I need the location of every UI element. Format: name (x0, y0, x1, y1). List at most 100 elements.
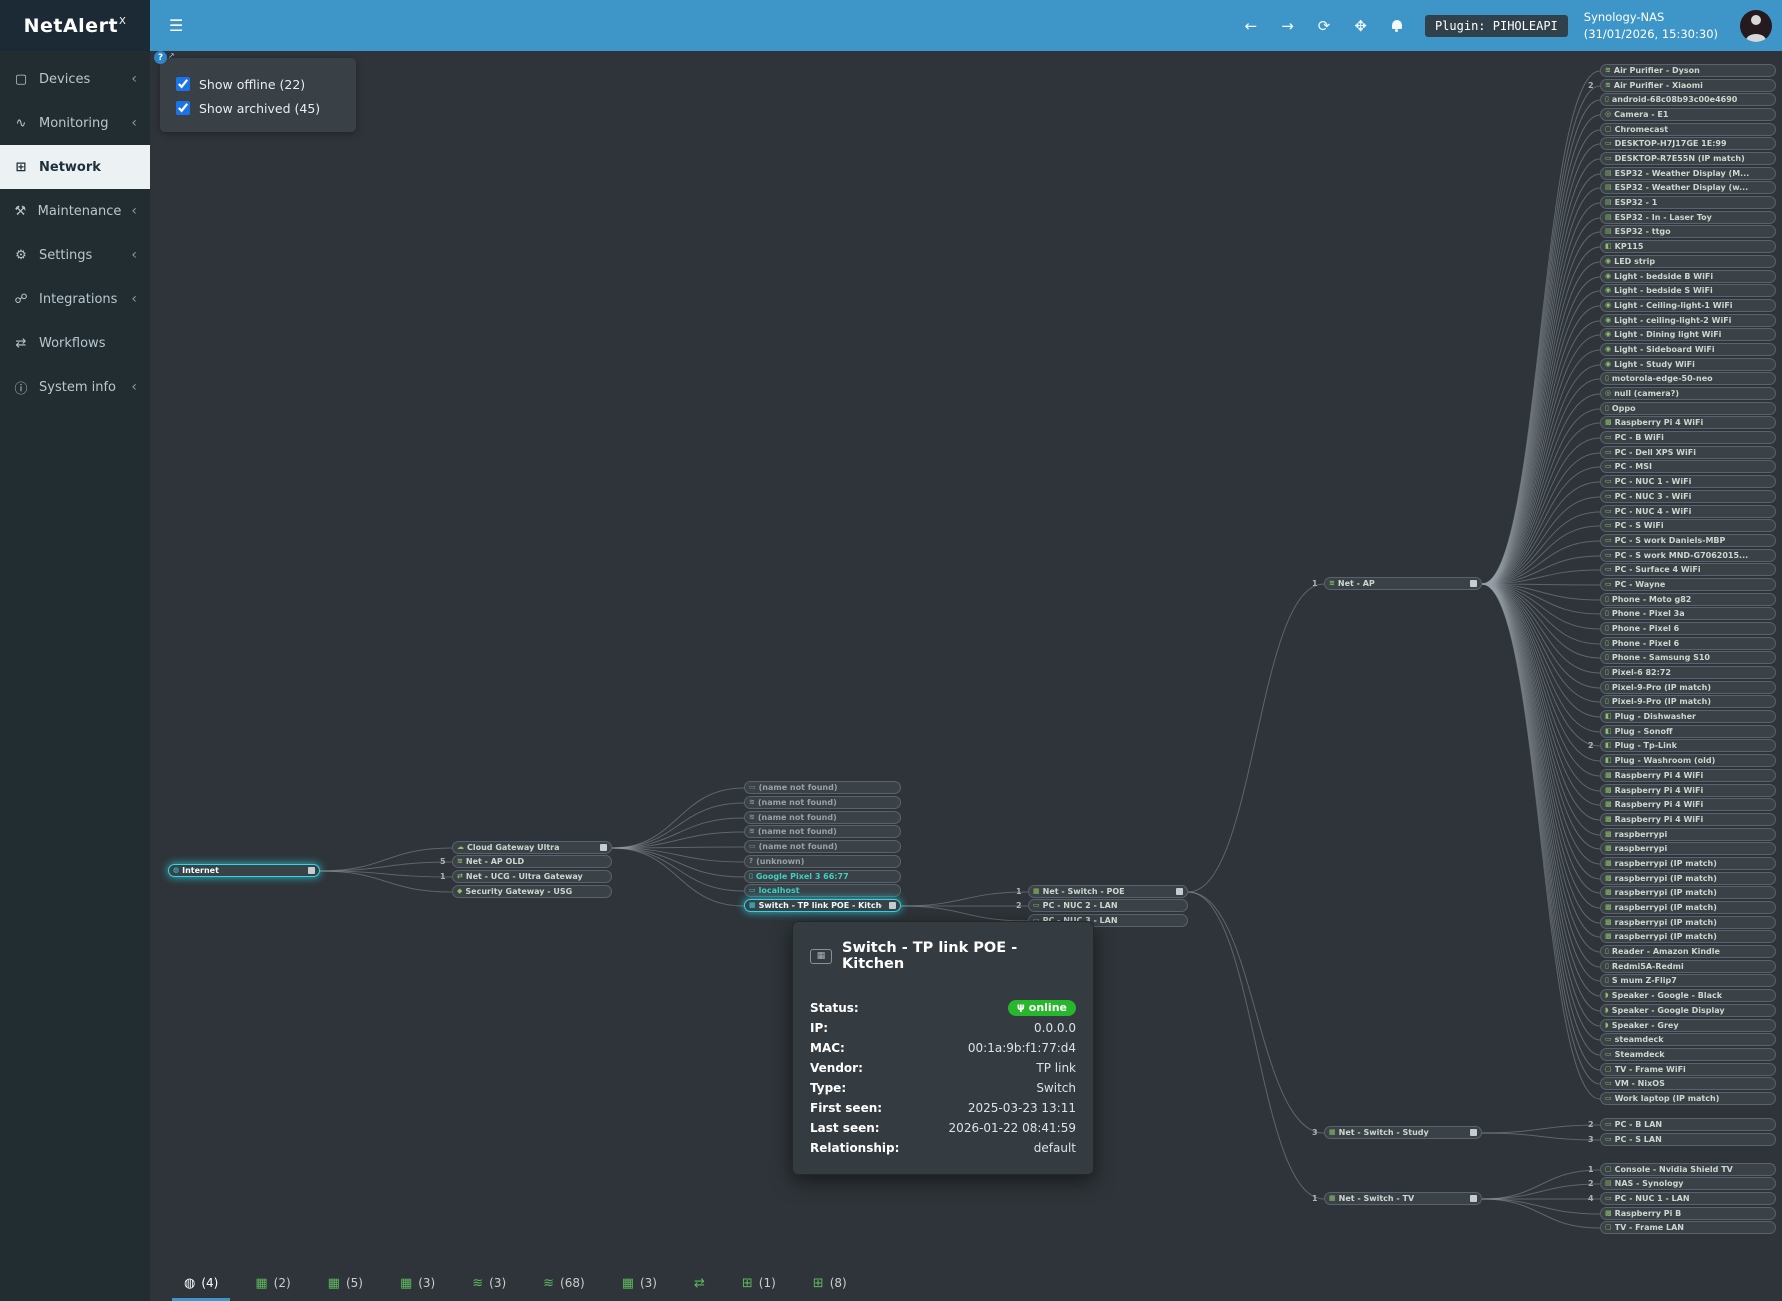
graph-node-pc-s-work-daniels-mbp[interactable]: ▭PC - S work Daniels-MBP (1600, 534, 1776, 547)
show-offline-checkbox[interactable]: Show offline (22) (176, 72, 342, 96)
graph-node-phone-moto-g82[interactable]: ▯Phone - Moto g82 (1600, 593, 1776, 606)
graph-node-oppo[interactable]: ▯Oppo (1600, 402, 1776, 415)
graph-node-s-mum-z-flip7[interactable]: ▯S mum Z-Flip7 (1600, 974, 1776, 987)
graph-node-light-ceiling-light-1-wifi[interactable]: ◉Light - Ceiling-light-1 WiFi (1600, 299, 1776, 312)
sidebar-item-maintenance[interactable]: ⚒Maintenance‹ (0, 189, 150, 233)
layer-tab-lan-9[interactable]: ⊞(8) (801, 1268, 859, 1301)
graph-node-raspberrypi-ip-match[interactable]: ▩raspberrypi (IP match) (1600, 886, 1776, 899)
graph-node-internet[interactable]: ◍Internet (168, 864, 320, 877)
graph-node-android-68c08b93c00e4690[interactable]: ▯android-68c08b93c00e4690 (1600, 93, 1776, 106)
graph-node-pc-s-wifi[interactable]: ▭PC - S WiFi (1600, 519, 1776, 532)
graph-node-pc-nuc-4-wifi[interactable]: ▭PC - NUC 4 - WiFi (1600, 505, 1776, 518)
show-archived-checkbox[interactable]: Show archived (45) (176, 96, 342, 120)
graph-node-pc-wayne[interactable]: ▭PC - Wayne (1600, 578, 1776, 591)
collapse-button[interactable] (889, 902, 896, 909)
graph-node-raspberrypi-ip-match[interactable]: ▩raspberrypi (IP match) (1600, 916, 1776, 929)
graph-node-pc-surface-4-wifi[interactable]: ▭PC - Surface 4 WiFi (1600, 563, 1776, 576)
graph-node-light-bedside-b-wifi[interactable]: ◉Light - bedside B WiFi (1600, 270, 1776, 283)
graph-node-redmi5a-redmi[interactable]: ▯Redmi5A-Redmi (1600, 960, 1776, 973)
graph-node-work-laptop-ip-match[interactable]: ▭Work laptop (IP match) (1600, 1092, 1776, 1105)
graph-node-camera-e1[interactable]: ◎Camera - E1 (1600, 108, 1776, 121)
collapse-button[interactable] (1176, 888, 1183, 895)
collapse-button[interactable] (1470, 1195, 1477, 1202)
help-icon[interactable]: ?↗ (154, 51, 175, 64)
graph-node-led-strip[interactable]: ◉LED strip (1600, 255, 1776, 268)
notifications-bell-icon[interactable] (1391, 20, 1403, 32)
graph-node-phone-pixel-6[interactable]: ▯Phone - Pixel 6 (1600, 637, 1776, 650)
collapse-button[interactable] (1470, 580, 1477, 587)
hamburger-menu-icon[interactable]: ☰ (150, 16, 202, 35)
graph-node-plug-washroom-old[interactable]: ◧Plug - Washroom (old) (1600, 754, 1776, 767)
graph-node-vm-nixos[interactable]: ▭VM - NixOS (1600, 1077, 1776, 1090)
graph-node-net-ap-old[interactable]: 5≋Net - AP OLD (452, 855, 612, 868)
graph-node-net-ucg-ultra-gateway[interactable]: 1⇄Net - UCG - Ultra Gateway (452, 870, 612, 883)
graph-node-pixel-9-pro-ip-match[interactable]: ▯Pixel-9-Pro (IP match) (1600, 695, 1776, 708)
graph-node-name-not-found[interactable]: ▭(name not found) (744, 781, 901, 794)
graph-node-pc-b-lan[interactable]: 2▭PC - B LAN (1600, 1118, 1776, 1131)
layer-tab-globe-0[interactable]: ◍(4) (172, 1268, 230, 1301)
collapse-button[interactable] (1470, 1129, 1477, 1136)
graph-node-air-purifier-xiaomi[interactable]: 2≋Air Purifier - Xiaomi (1600, 79, 1776, 92)
graph-node-net-switch-tv[interactable]: 1▦Net - Switch - TV (1324, 1192, 1482, 1205)
graph-node-esp32-weather-display-w[interactable]: ▤ESP32 - Weather Display (w... (1600, 181, 1776, 194)
sidebar-item-integrations[interactable]: ☍Integrations‹ (0, 277, 150, 321)
graph-node-light-sideboard-wifi[interactable]: ◉Light - Sideboard WiFi (1600, 343, 1776, 356)
graph-node-light-study-wifi[interactable]: ◉Light - Study WiFi (1600, 358, 1776, 371)
collapse-button[interactable] (600, 844, 607, 851)
graph-node-name-not-found[interactable]: ≋(name not found) (744, 825, 901, 838)
graph-node-tv-frame-lan[interactable]: ▢TV - Frame LAN (1600, 1221, 1776, 1234)
graph-node-pixel-9-pro-ip-match[interactable]: ▯Pixel-9-Pro (IP match) (1600, 681, 1776, 694)
graph-node-steamdeck[interactable]: ▭Steamdeck (1600, 1048, 1776, 1061)
graph-node-speaker-google-black[interactable]: ◗Speaker - Google - Black (1600, 989, 1776, 1002)
sidebar-item-monitoring[interactable]: ∿Monitoring‹ (0, 101, 150, 145)
graph-node-light-bedside-s-wifi[interactable]: ◉Light - bedside S WiFi (1600, 284, 1776, 297)
graph-node-phone-pixel-6[interactable]: ▯Phone - Pixel 6 (1600, 622, 1776, 635)
graph-node-desktop-h7j17ge-1e-99[interactable]: ▭DESKTOP-H7J17GE 1E:99 (1600, 137, 1776, 150)
graph-node-raspberrypi-ip-match[interactable]: ▩raspberrypi (IP match) (1600, 857, 1776, 870)
layer-tab-switch-1[interactable]: ▦(2) (243, 1268, 302, 1301)
graph-node-esp32-ttgo[interactable]: ▤ESP32 - ttgo (1600, 225, 1776, 238)
layer-tab-switch-6[interactable]: ▦(3) (610, 1268, 669, 1301)
graph-node-pc-msi[interactable]: ▭PC - MSI (1600, 460, 1776, 473)
sidebar-item-settings[interactable]: ⚙Settings‹ (0, 233, 150, 277)
layer-tab-shuffle-7[interactable]: ⇄ (682, 1268, 717, 1301)
graph-node-pc-nuc-1-wifi[interactable]: ▭PC - NUC 1 - WiFi (1600, 475, 1776, 488)
graph-node-phone-pixel-3a[interactable]: ▯Phone - Pixel 3a (1600, 607, 1776, 620)
sidebar-item-workflows[interactable]: ⇄Workflows (0, 321, 150, 365)
layer-tab-lan-8[interactable]: ⊞(1) (730, 1268, 788, 1301)
graph-node-net-ap[interactable]: 1≋Net - AP (1324, 577, 1482, 590)
graph-node-motorola-edge-50-neo[interactable]: ▯motorola-edge-50-neo (1600, 372, 1776, 385)
graph-node-speaker-google-display[interactable]: ◗Speaker - Google Display (1600, 1004, 1776, 1017)
forward-icon[interactable]: → (1281, 17, 1294, 35)
graph-node-light-ceiling-light-2-wifi[interactable]: ◉Light - ceiling-light-2 WiFi (1600, 314, 1776, 327)
graph-node-google-pixel-3-66-77[interactable]: ▯Google Pixel 3 66:77 (744, 870, 901, 883)
sidebar-item-network[interactable]: ⊞Network (0, 145, 150, 189)
graph-node-pc-nuc-1-lan[interactable]: 4▭PC - NUC 1 - LAN (1600, 1192, 1776, 1205)
graph-node-cloud-gateway-ultra[interactable]: ☁Cloud Gateway Ultra (452, 841, 612, 854)
graph-node-console-nvidia-shield-tv[interactable]: 1▢Console - Nvidia Shield TV (1600, 1163, 1776, 1176)
graph-node-pc-nuc-2-lan[interactable]: 2▭PC - NUC 2 - LAN (1028, 899, 1188, 912)
graph-node-esp32-weather-display-m[interactable]: ▤ESP32 - Weather Display (M... (1600, 167, 1776, 180)
graph-node-localhost[interactable]: ▭localhost (744, 884, 901, 897)
graph-node-speaker-grey[interactable]: ◗Speaker - Grey (1600, 1019, 1776, 1032)
graph-node-net-switch-study[interactable]: 3▦Net - Switch - Study (1324, 1126, 1482, 1139)
graph-node-raspberry-pi-4-wifi[interactable]: ▩Raspberry Pi 4 WiFi (1600, 769, 1776, 782)
graph-node-reader-amazon-kindle[interactable]: ▯Reader - Amazon Kindle (1600, 945, 1776, 958)
graph-node-security-gateway-usg[interactable]: ◆Security Gateway - USG (452, 885, 612, 898)
graph-node-raspberry-pi-4-wifi[interactable]: ▩Raspberry Pi 4 WiFi (1600, 813, 1776, 826)
layer-tab-switch-3[interactable]: ▦(3) (388, 1268, 447, 1301)
graph-node-net-switch-poe[interactable]: 1▦Net - Switch - POE (1028, 885, 1188, 898)
graph-node-raspberrypi-ip-match[interactable]: ▩raspberrypi (IP match) (1600, 930, 1776, 943)
collapse-button[interactable] (308, 867, 315, 874)
graph-node-raspberry-pi-b[interactable]: ▩Raspberry Pi B (1600, 1207, 1776, 1220)
move-icon[interactable]: ✥ (1354, 17, 1367, 35)
graph-node-name-not-found[interactable]: ≋(name not found) (744, 811, 901, 824)
graph-node-desktop-r7e55n-ip-match[interactable]: ▭DESKTOP-R7E55N (IP match) (1600, 152, 1776, 165)
refresh-icon[interactable]: ⟳ (1318, 17, 1331, 35)
graph-node-phone-samsung-s10[interactable]: ▯Phone - Samsung S10 (1600, 651, 1776, 664)
graph-node-pc-s-work-mnd-g7062015[interactable]: ▭PC - S work MND-G7062015... (1600, 549, 1776, 562)
graph-node-plug-dishwasher[interactable]: ◧Plug - Dishwasher (1600, 710, 1776, 723)
graph-node-raspberry-pi-4-wifi[interactable]: ▩Raspberry Pi 4 WiFi (1600, 798, 1776, 811)
graph-node-raspberrypi-ip-match[interactable]: ▩raspberrypi (IP match) (1600, 872, 1776, 885)
graph-node-raspberrypi[interactable]: ▩raspberrypi (1600, 828, 1776, 841)
